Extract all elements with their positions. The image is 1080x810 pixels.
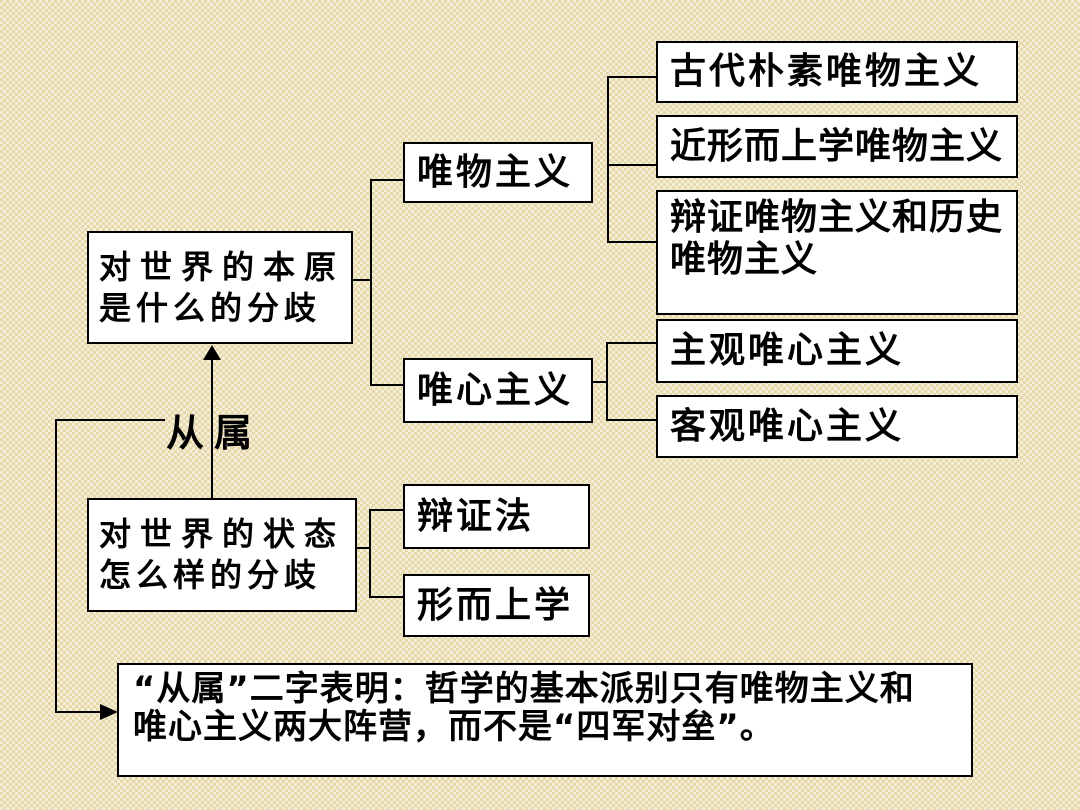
dialectical-historical-line1: 辩证唯物主义和历史 [670, 197, 1004, 238]
bracket-materialism-vertical [607, 76, 609, 243]
box-modern-metaphysical-materialism: 近形而上学唯物主义 [656, 115, 1018, 178]
box-dialectical-historical-materialism: 辩证唯物主义和历史 唯物主义 [656, 190, 1018, 315]
arrowhead-up-icon [203, 345, 221, 360]
bracket-idealism-h1 [606, 342, 656, 344]
box-idealism: 唯心主义 [403, 358, 593, 423]
dialectics-label: 辩证法 [417, 495, 535, 537]
bracket-origin-vertical [370, 179, 372, 386]
box-objective-idealism: 客观唯心主义 [656, 395, 1018, 458]
connector-up-vertical [211, 357, 213, 498]
box-ancient-naive-materialism: 古代朴素唯物主义 [656, 41, 1018, 103]
arrowhead-right-icon [100, 704, 118, 720]
idealism-label: 唯心主义 [417, 369, 574, 411]
modern-metaphysical-materialism-label: 近形而上学唯物主义 [670, 125, 1004, 167]
world-state-line2: 怎么样的分歧 [99, 556, 322, 594]
connector-state-stub [355, 547, 370, 549]
box-subordination-note: “从属”二字表明：哲学的基本派别只有唯物主义和 唯心主义两大阵营，而不是“四军对… [117, 663, 973, 777]
connector-origin-stub [353, 279, 371, 281]
subordinate-label: 从属 [166, 411, 263, 455]
bracket-materialism-h2 [607, 164, 656, 166]
bracket-materialism-h3 [607, 241, 656, 243]
box-metaphysics: 形而上学 [403, 574, 590, 637]
note-line1: “从属”二字表明：哲学的基本派别只有唯物主义和 [133, 669, 915, 709]
world-state-line1: 对世界的状态 [99, 515, 346, 553]
bracket-idealism-vertical [606, 342, 608, 421]
bracket-materialism-h1 [607, 76, 656, 78]
connector-left-vertical [55, 419, 57, 713]
box-subjective-idealism: 主观唯心主义 [656, 319, 1018, 383]
ancient-naive-materialism-label: 古代朴素唯物主义 [670, 51, 983, 92]
materialism-label: 唯物主义 [417, 151, 574, 193]
connector-subordinate-horizontal [55, 419, 165, 421]
bracket-state-vertical [369, 509, 371, 598]
connector-note-horizontal [55, 711, 102, 713]
world-origin-line1: 对世界的本原 [99, 247, 346, 286]
subjective-idealism-label: 主观唯心主义 [670, 330, 905, 371]
bracket-idealism-h2 [606, 419, 656, 421]
dialectical-historical-line2: 唯物主义 [670, 239, 819, 280]
box-world-state-question: 对世界的状态 怎么样的分歧 [87, 498, 357, 612]
bracket-state-h2 [369, 596, 403, 598]
note-line2: 唯心主义两大阵营，而不是“四军对垒”。 [133, 707, 775, 747]
metaphysics-label: 形而上学 [417, 584, 574, 626]
bracket-state-h1 [369, 509, 403, 511]
objective-idealism-label: 客观唯心主义 [670, 405, 905, 447]
box-materialism: 唯物主义 [403, 142, 593, 203]
bracket-origin-bottom [370, 384, 403, 386]
box-dialectics: 辩证法 [403, 484, 590, 549]
box-world-origin-question: 对世界的本原 是什么的分歧 [87, 231, 353, 344]
bracket-origin-top [370, 179, 403, 181]
world-origin-line2: 是什么的分歧 [99, 288, 322, 327]
connector-idealism-stub [591, 381, 607, 383]
